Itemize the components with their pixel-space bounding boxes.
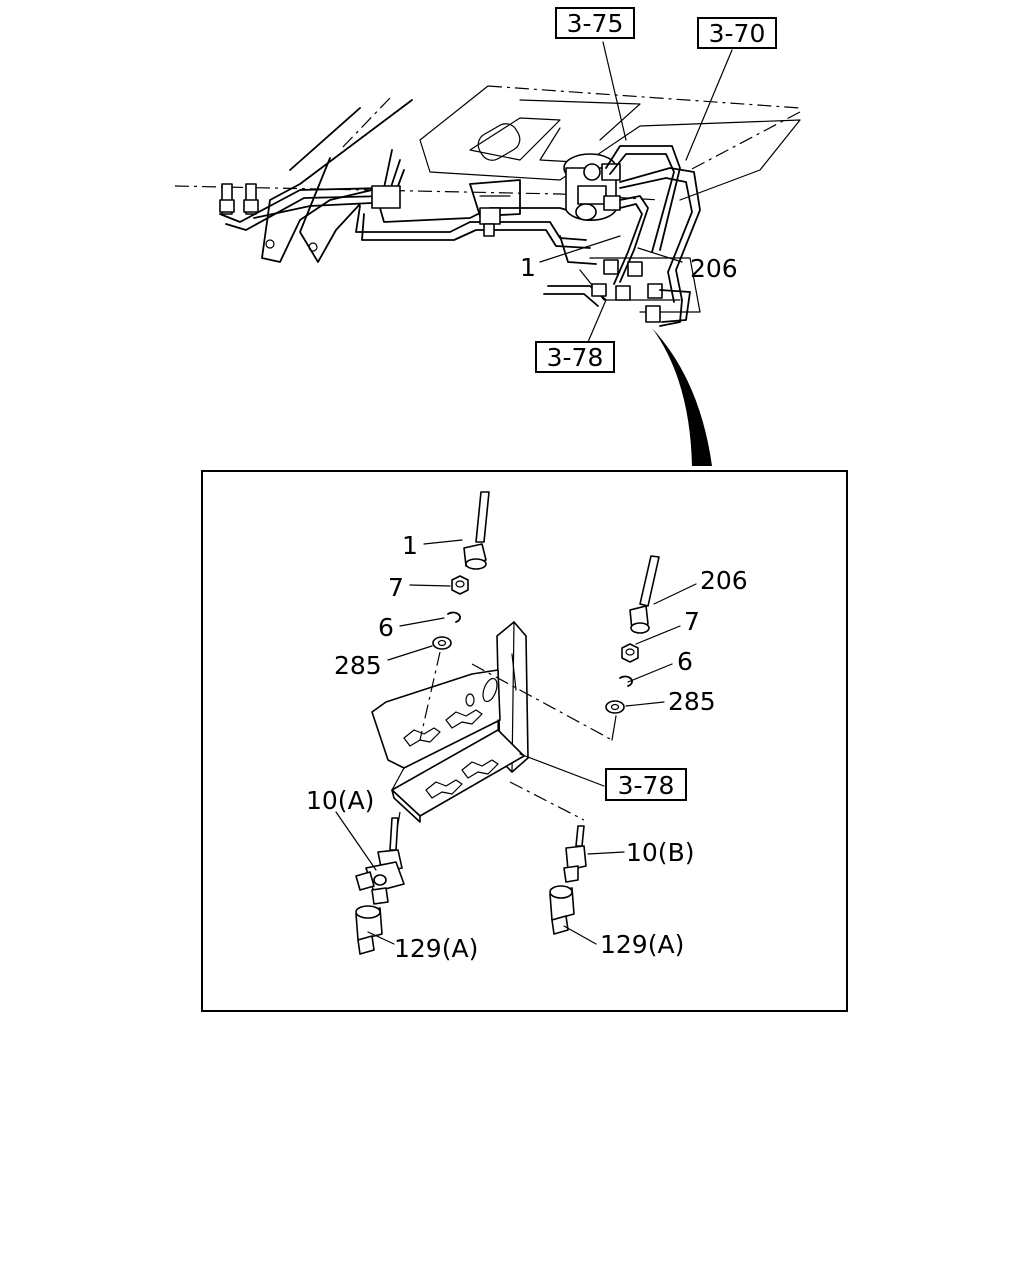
adapter-129a-left <box>355 905 383 955</box>
washer-285-right <box>605 700 625 714</box>
part-label-7-left: 7 <box>388 573 404 602</box>
part-label-6-left: 6 <box>378 613 394 642</box>
part-label-129a-right: 129(A) <box>600 930 684 959</box>
nut-7-left <box>451 575 469 595</box>
detail-frame <box>201 470 848 1012</box>
part-label-206-top: 206 <box>690 254 738 283</box>
part-label-7-right: 7 <box>684 607 700 636</box>
ref-label-3-70: 3-70 <box>709 19 766 48</box>
overview-assembly <box>174 41 801 466</box>
ref-label-3-78-top: 3-78 <box>547 343 604 372</box>
detail-callout-arrow <box>652 328 712 466</box>
ref-box-3-75[interactable]: 3-75 <box>555 7 635 39</box>
bracket-fittings <box>591 259 663 323</box>
part-label-10a: 10(A) <box>306 786 374 815</box>
pipe-1 <box>463 491 490 570</box>
part-label-1-top: 1 <box>520 253 536 282</box>
pipe-206 <box>629 555 660 634</box>
fitting-10a <box>355 817 405 905</box>
ref-label-3-78-detail: 3-78 <box>618 771 675 800</box>
valve-body <box>563 153 621 221</box>
left-fittings <box>219 183 259 215</box>
lockwasher-6-right <box>619 675 633 687</box>
part-label-285-right: 285 <box>668 687 716 716</box>
nut-7-right <box>621 643 639 663</box>
detail-assembly <box>335 491 697 955</box>
part-label-129a-left: 129(A) <box>394 934 478 963</box>
part-label-6-right: 6 <box>677 647 693 676</box>
part-label-1: 1 <box>402 531 418 560</box>
part-label-285-left: 285 <box>334 651 382 680</box>
bracket <box>371 621 529 823</box>
ref-label-3-75: 3-75 <box>567 9 624 38</box>
fitting-10b <box>563 825 587 883</box>
ref-box-3-70[interactable]: 3-70 <box>697 17 777 49</box>
washer-285-left <box>432 636 452 650</box>
part-label-206: 206 <box>700 566 748 595</box>
part-label-10b: 10(B) <box>626 838 694 867</box>
ref-box-3-78-top[interactable]: 3-78 <box>535 341 615 373</box>
ref-box-3-78-detail[interactable]: 3-78 <box>605 768 687 801</box>
lockwasher-6-left <box>447 611 461 623</box>
adapter-129a-right <box>549 885 575 935</box>
